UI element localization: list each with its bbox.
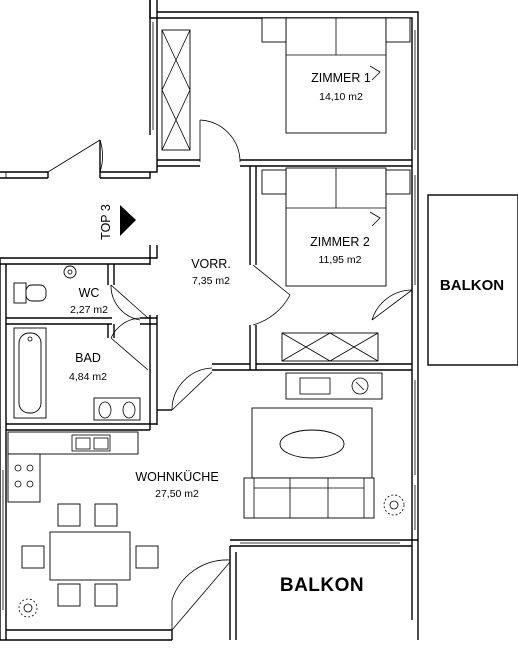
- tv-sideboard: [285, 372, 383, 400]
- coffee-table: [251, 407, 373, 479]
- balcony-east-outline: [427, 194, 518, 366]
- room-name-zimmer1: ZIMMER 1: [311, 71, 371, 85]
- walls: [0, 0, 419, 641]
- room-name-wc: WC: [79, 286, 100, 300]
- bed-zimmer1: [261, 17, 411, 134]
- balcony-label-south: BALKON: [280, 575, 364, 596]
- room-name-wohnkueche: WOHNKÜCHE: [135, 470, 218, 484]
- room-area-wohnkueche: 27,50 m2: [155, 488, 199, 500]
- wc-fixtures: [13, 265, 77, 304]
- labels: ZIMMER 1 14,10 m2 ZIMMER 2 11,95 m2 VORR…: [69, 71, 504, 596]
- sofa: [243, 477, 375, 519]
- windows: [2, 22, 416, 610]
- wardrobe-zimmer2: [281, 332, 379, 362]
- room-area-zimmer1: 14,10 m2: [319, 91, 363, 103]
- room-area-zimmer2: 11,95 m2: [319, 254, 362, 266]
- room-name-bad: BAD: [75, 351, 101, 365]
- room-name-vorr: VORR.: [191, 257, 231, 271]
- bathtub: [13, 327, 47, 419]
- room-area-bad: 4,84 m2: [69, 371, 107, 383]
- dining-table: [21, 503, 159, 607]
- bathroom-sinks: [93, 397, 141, 421]
- doors: [47, 119, 413, 631]
- room-area-vorr: 7,35 m2: [192, 275, 230, 287]
- plant-icon: [383, 494, 405, 516]
- entry-arrow-icon: [120, 205, 136, 236]
- wardrobe-zimmer1: [161, 29, 191, 151]
- room-area-wc: 2,27 m2: [70, 304, 108, 316]
- room-name-zimmer2: ZIMMER 2: [310, 235, 370, 249]
- kitchen-counter: [7, 431, 139, 503]
- balcony-label-east: BALKON: [440, 277, 504, 294]
- plant-icon: [18, 598, 38, 618]
- bed-zimmer2: [261, 167, 411, 287]
- unit-label: TOP 3: [99, 204, 113, 240]
